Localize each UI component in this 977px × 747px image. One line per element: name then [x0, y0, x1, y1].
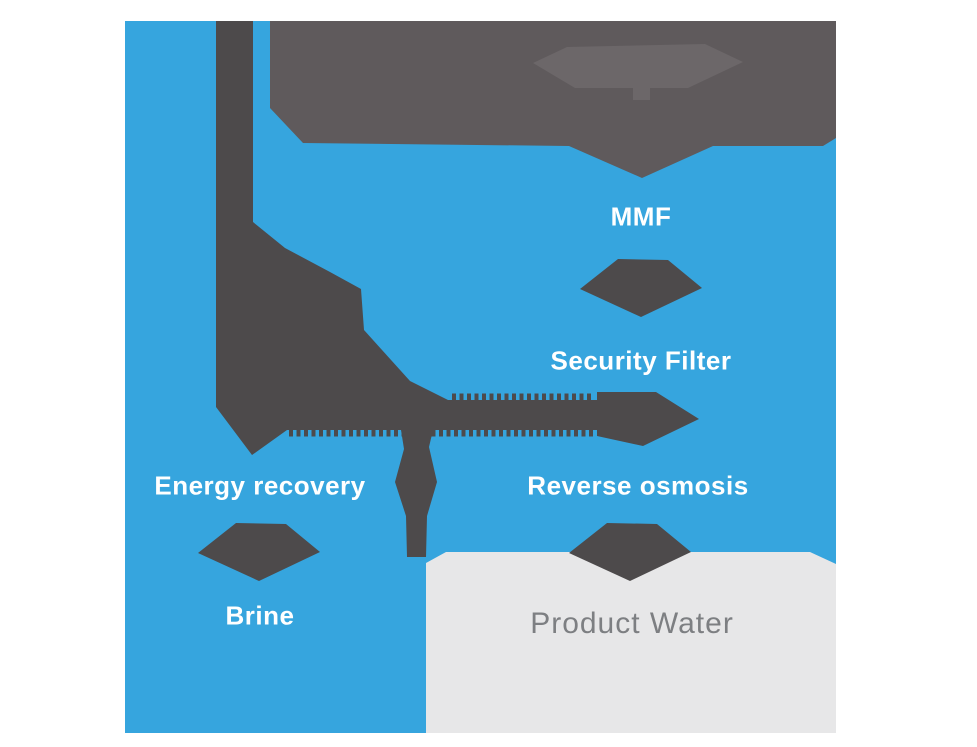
product-water-panel [426, 552, 836, 733]
flow-diamond-brine [198, 523, 320, 581]
pipe-manifold-shape [216, 21, 699, 557]
flow-diamond-product [569, 523, 691, 581]
flow-diamond-mmf [580, 259, 702, 317]
illegible-label-blob [533, 44, 743, 100]
